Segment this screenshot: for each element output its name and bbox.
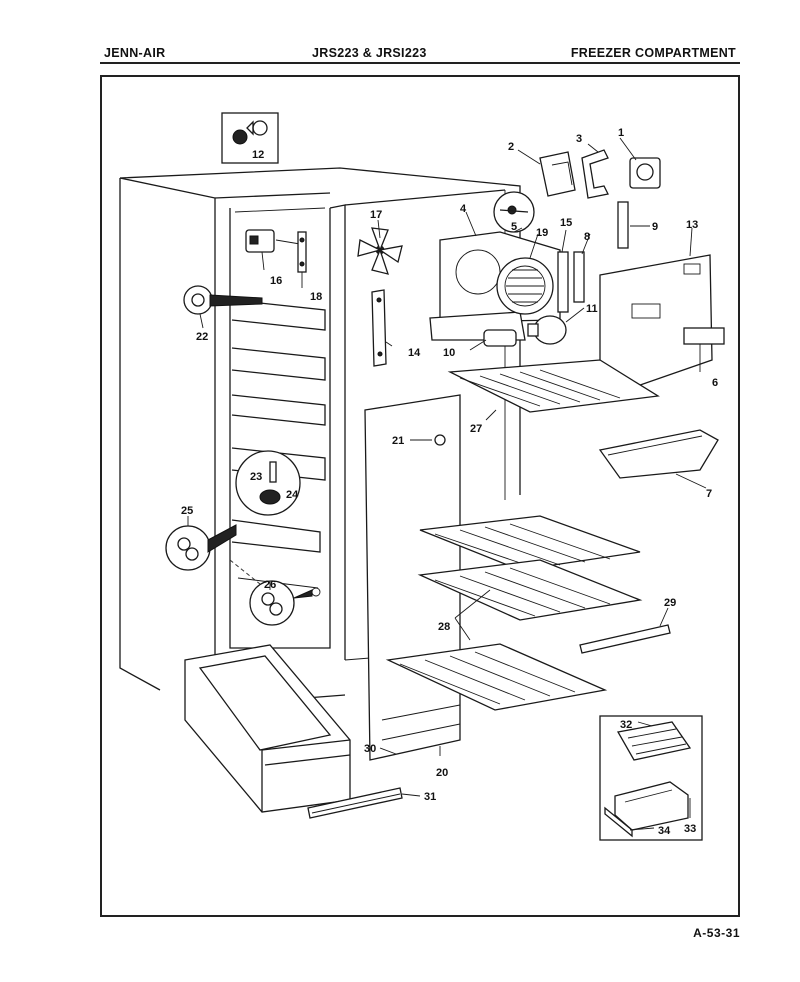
callout-28: 28 xyxy=(438,621,450,633)
part-9-rod xyxy=(617,201,629,249)
callout-8: 8 xyxy=(584,231,590,243)
part-22-cap xyxy=(183,285,263,315)
header-model: JRS223 & JRSI223 xyxy=(312,46,427,60)
callout-3: 3 xyxy=(576,133,582,145)
part-8-rail xyxy=(573,251,585,303)
callout-33: 33 xyxy=(684,823,696,835)
part-21-screw xyxy=(434,434,446,446)
part-2-housing xyxy=(539,151,576,197)
part-18-bracket xyxy=(297,231,307,273)
part-10-socket xyxy=(483,329,517,347)
callout-15: 15 xyxy=(560,217,572,229)
part-7-tray xyxy=(598,429,719,479)
callout-30: 30 xyxy=(364,743,376,755)
part-28-shelf-bottom xyxy=(385,643,608,711)
part-28-shelf-mid xyxy=(417,559,643,621)
part-1-damper xyxy=(629,157,661,189)
part-13-panel xyxy=(599,254,713,393)
callout-1: 1 xyxy=(618,127,624,139)
callout-11: 11 xyxy=(586,303,598,315)
callout-20: 20 xyxy=(436,767,448,779)
diagram-frame xyxy=(100,75,740,917)
part-31-strip xyxy=(307,787,403,819)
callout-12: 12 xyxy=(252,149,264,161)
callout-5: 5 xyxy=(511,221,517,233)
part-28-shelf-top xyxy=(419,515,641,571)
callout-14: 14 xyxy=(408,347,421,359)
figure-code: A-53-31 xyxy=(693,926,740,940)
header-rule xyxy=(100,62,740,64)
part-16-thermostat xyxy=(245,229,301,253)
callout-25: 25 xyxy=(181,505,193,517)
callout-4: 4 xyxy=(460,203,467,215)
header-brand: JENN-AIR xyxy=(104,46,166,60)
callout-labels: 1 2 3 4 5 6 7 8 9 10 11 12 13 14 15 16 1… xyxy=(181,127,718,837)
part-3-clip xyxy=(581,149,609,199)
part-19-shroud xyxy=(496,257,554,315)
callout-22: 22 xyxy=(196,331,208,343)
callout-21: 21 xyxy=(392,435,404,447)
part-26-detail xyxy=(249,580,321,626)
callout-29: 29 xyxy=(664,597,676,609)
callout-6: 6 xyxy=(712,377,718,389)
part-17-fan xyxy=(357,227,403,275)
part-29-strip xyxy=(579,624,671,654)
part-15-rail xyxy=(557,251,569,313)
callout-7: 7 xyxy=(706,488,712,500)
callout-9: 9 xyxy=(652,221,658,233)
part-11-bulb xyxy=(527,315,567,345)
part-12-inset xyxy=(221,112,279,164)
part-27-shelf xyxy=(447,359,660,413)
leader-lines xyxy=(187,137,707,831)
part-5-motor-detail xyxy=(493,191,535,233)
callout-32: 32 xyxy=(620,719,632,731)
callout-18: 18 xyxy=(310,291,322,303)
part-14-bracket xyxy=(371,289,387,367)
callout-27: 27 xyxy=(470,423,482,435)
callout-34: 34 xyxy=(658,825,671,837)
part-6-label xyxy=(683,327,725,345)
ice-maker-inset xyxy=(599,715,703,841)
callout-13: 13 xyxy=(686,219,698,231)
callout-19: 19 xyxy=(536,227,548,239)
callout-31: 31 xyxy=(424,791,436,803)
callout-24: 24 xyxy=(286,489,299,501)
callout-23: 23 xyxy=(250,471,262,483)
part-25-detail xyxy=(165,524,237,571)
callout-16: 16 xyxy=(270,275,282,287)
header-section: FREEZER COMPARTMENT xyxy=(570,46,736,60)
callout-10: 10 xyxy=(443,347,455,359)
callout-26: 26 xyxy=(264,579,276,591)
callout-2: 2 xyxy=(508,141,514,153)
part-23-24-detail xyxy=(235,450,301,516)
callout-17: 17 xyxy=(370,209,382,221)
part-30-bin xyxy=(184,644,351,813)
